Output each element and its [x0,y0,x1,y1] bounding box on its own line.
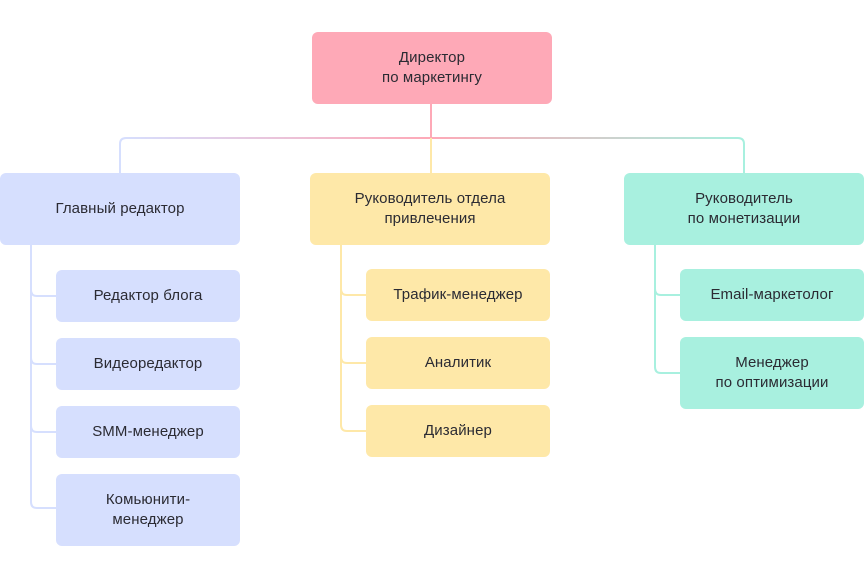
node-email-marketer: Email-маркетолог [680,269,864,321]
node-traffic-manager-label: Трафик-менеджер [393,286,523,303]
node-designer-label: Дизайнер [424,422,492,439]
left-branch-lines [30,245,56,509]
node-video-editor: Видеоредактор [56,338,240,390]
node-acquisition-head-line1: Руководитель отдела [354,190,506,207]
node-blog-editor-label: Редактор блога [93,287,203,304]
node-monetization-head: Руководитель по монетизации [624,173,864,245]
node-blog-editor: Редактор блога [56,270,240,322]
node-monetization-head-line2: по монетизации [687,210,801,227]
node-analyst-label: Аналитик [424,354,492,371]
node-monetization-head-line1: Руководитель [695,190,793,207]
node-director: Директор по маркетингу [312,32,552,104]
middle-branch-lines [340,245,366,432]
node-video-editor-label: Видеоредактор [93,355,203,372]
node-director-line1: Директор [398,49,466,66]
node-optimization-manager-label: Менеджер по оптимизации [715,354,829,391]
node-smm-manager-label: SMM-менеджер [92,423,204,440]
node-acquisition-head: Руководитель отдела привлечения [310,173,550,245]
right-branch-lines [654,245,680,374]
node-traffic-manager: Трафик-менеджер [366,269,550,321]
node-community-manager: Комьюнити- менеджер [56,474,240,546]
node-acquisition-head-line2: привлечения [384,210,476,227]
node-community-manager-label: Комьюнити- менеджер [105,491,191,528]
node-designer: Дизайнер [366,405,550,457]
node-analyst: Аналитик [366,337,550,389]
node-chief-editor: Главный редактор [0,173,240,245]
node-optimization-manager: Менеджер по оптимизации [680,337,864,409]
node-smm-manager: SMM-менеджер [56,406,240,458]
node-director-line2: по маркетингу [381,69,482,86]
node-email-marketer-label: Email-маркетолог [710,286,834,303]
node-chief-editor-label: Главный редактор [55,200,185,217]
